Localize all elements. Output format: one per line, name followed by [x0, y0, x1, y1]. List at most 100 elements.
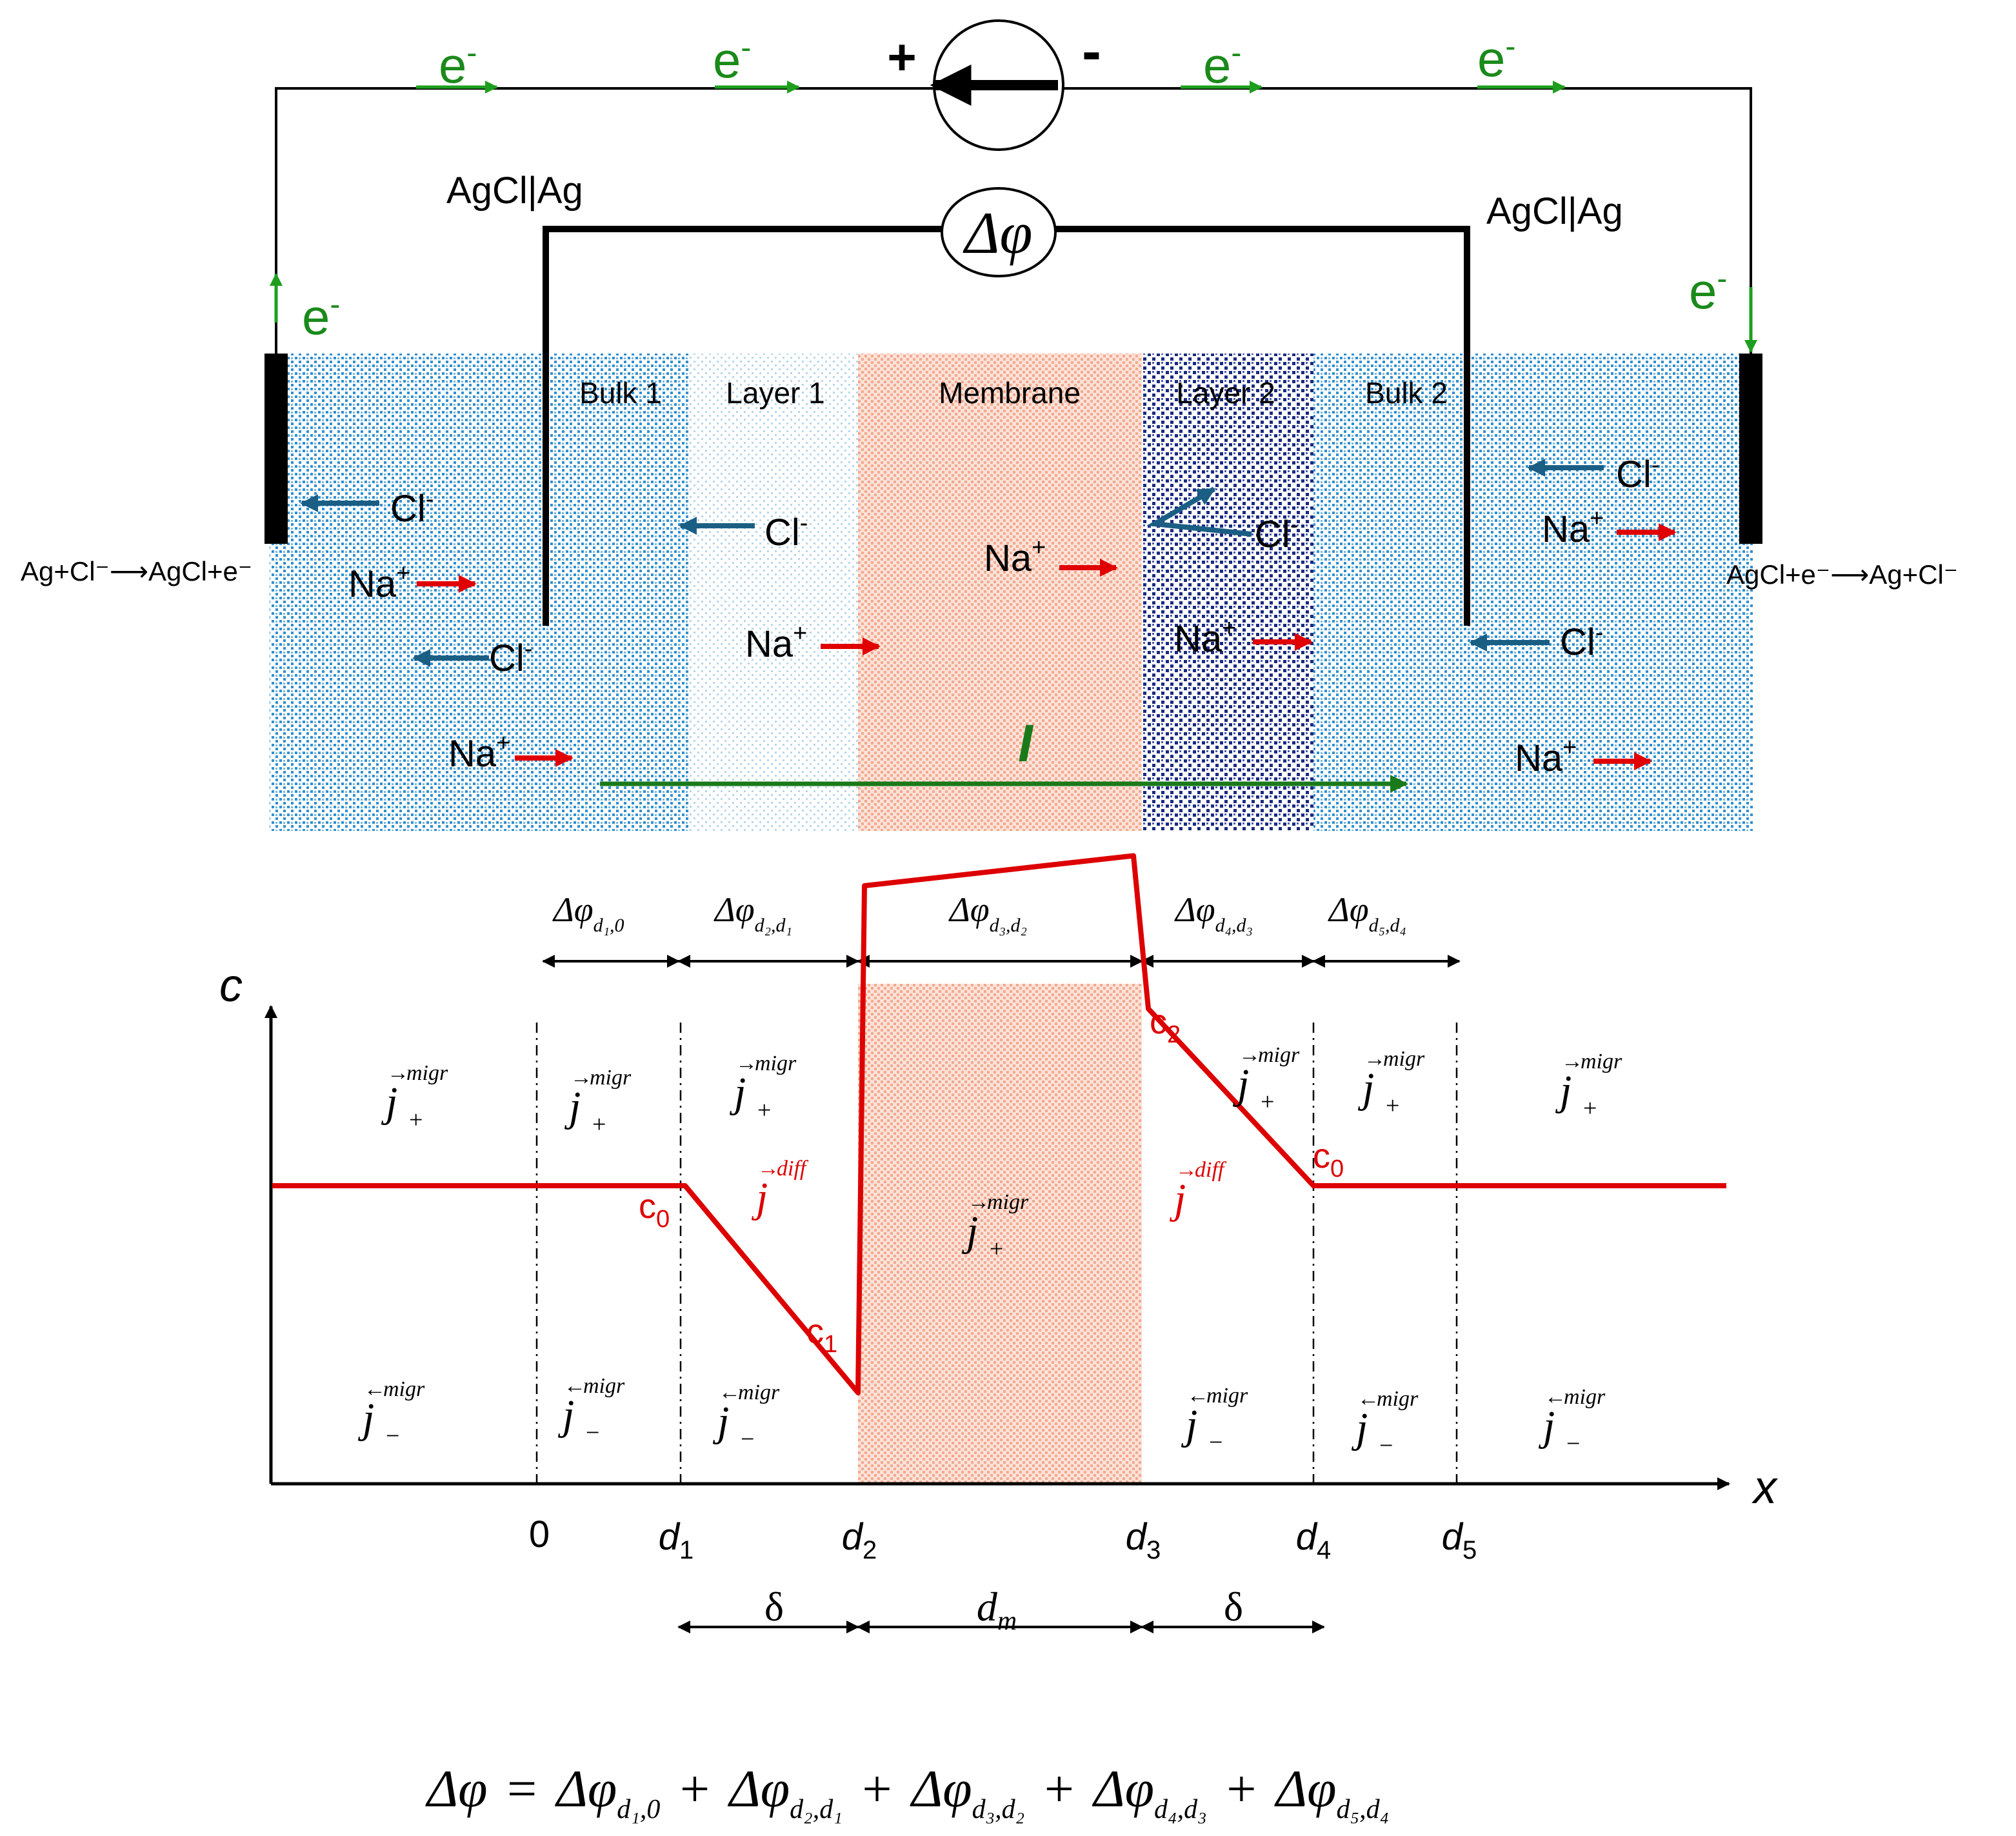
label-c0-left: c0	[639, 1187, 670, 1233]
label-delta-right: δ	[1224, 1584, 1243, 1630]
concentration-profile-line	[272, 853, 1726, 1395]
tick-d2: d2	[842, 1516, 877, 1564]
svg-text:+: +	[1386, 1092, 1399, 1119]
reference-label-left: AgCl|Ag	[446, 170, 583, 212]
svg-text:→: →	[387, 1061, 409, 1085]
svg-text:j: j	[381, 1079, 397, 1126]
svg-text:migr: migr	[590, 1066, 632, 1090]
svg-text:migr: migr	[1564, 1385, 1606, 1409]
svg-text:→: →	[735, 1052, 757, 1075]
source-plus-sign: +	[887, 28, 917, 85]
svg-text:migr: migr	[1377, 1387, 1419, 1411]
svg-text:j: j	[1351, 1404, 1368, 1452]
svg-text:diff: diff	[1195, 1158, 1227, 1182]
sodium-label: Na+	[1542, 505, 1604, 550]
label-bulk2: Bulk 2	[1365, 376, 1448, 410]
chloride-label: Cl-	[1560, 619, 1603, 663]
svg-text:j: j	[1555, 1067, 1572, 1114]
sodium-label: Na+	[448, 730, 510, 775]
flux-j-minus-migr: j ← migr −	[712, 1381, 780, 1453]
reaction-right: AgCl+e⁻⟶Ag+Cl⁻	[1726, 559, 1958, 590]
label-layer1: Layer 1	[726, 376, 824, 410]
svg-text:→: →	[570, 1066, 592, 1090]
sodium-label: Na+	[1174, 615, 1236, 660]
label-membrane: Membrane	[939, 376, 1081, 410]
label-dm: dm	[977, 1584, 1017, 1636]
svg-text:−: −	[1379, 1432, 1393, 1459]
svg-text:→: →	[1561, 1050, 1583, 1073]
flux-j-plus-migr: j → migr +	[729, 1052, 797, 1124]
svg-text:→: →	[757, 1157, 779, 1181]
svg-text:←: ←	[364, 1377, 386, 1401]
svg-text:j: j	[557, 1392, 574, 1439]
sodium-label: Na+	[348, 560, 410, 605]
voltmeter-label: Δφ	[963, 200, 1033, 266]
svg-text:j: j	[751, 1174, 768, 1221]
svg-text:←: ←	[1187, 1384, 1209, 1408]
svg-text:migr: migr	[1258, 1043, 1300, 1067]
svg-text:+: +	[1261, 1088, 1274, 1115]
chloride-label: Cl-	[489, 635, 532, 679]
electron-label: e-	[1477, 30, 1515, 87]
equation: Δφ = Δφd₁,0 + Δφd₂,d₁ + Δφd₃,d₂ + Δφd₄,d…	[425, 1759, 1389, 1830]
outer-circuit-wire-right	[1063, 87, 1752, 354]
thickness-labels: δ dm δ	[764, 1584, 1243, 1636]
sodium-arrows	[417, 523, 1677, 770]
flux-j-diff: j → diff	[751, 1157, 809, 1221]
svg-text:→: →	[1175, 1158, 1197, 1182]
electron-label: e-	[713, 31, 751, 88]
svg-text:migr: migr	[583, 1374, 625, 1398]
reaction-left: Ag+Cl⁻⟶AgCl+e⁻	[21, 556, 252, 586]
svg-text:migr: migr	[1581, 1050, 1622, 1073]
potential-drop-label-d3-d2: Δφd₃,d₂	[948, 890, 1027, 936]
svg-text:j: j	[1538, 1402, 1555, 1450]
anion-migration-fluxes: j ← migr − j ← migr − j ← migr − j ← mig…	[357, 1374, 1606, 1459]
label-bulk1: Bulk 1	[579, 376, 662, 410]
svg-text:←: ←	[1357, 1387, 1379, 1411]
flux-j-plus-migr: j → migr +	[1357, 1047, 1425, 1119]
flux-j-diff: j → diff	[1169, 1158, 1227, 1222]
potential-drop-label-d4-d3: Δφd₄,d₃	[1174, 890, 1253, 936]
tick-d4: d4	[1296, 1516, 1332, 1564]
svg-text:→: →	[1364, 1047, 1386, 1071]
chloride-label: Cl-	[764, 510, 808, 554]
sodium-label: Na+	[745, 620, 807, 665]
label-c2: c2	[1150, 1003, 1181, 1048]
electron-label: e-	[1203, 36, 1241, 94]
cell: Bulk 1 Layer 1 Membrane Layer 2 Bulk 2 +…	[21, 19, 1958, 831]
flux-j-plus-migr: j → migr +	[564, 1066, 632, 1138]
svg-text:−: −	[1566, 1430, 1580, 1457]
flux-j-minus-migr: j ← migr −	[1351, 1387, 1419, 1459]
y-axis-label: c	[219, 960, 243, 1012]
x-ticks: 0 d1 d2 d3 d4 d5	[529, 1513, 1477, 1564]
source-minus-sign: -	[1082, 19, 1101, 84]
potential-drop-label-d1-0: Δφd₁,0	[552, 890, 624, 936]
chloride-label: Cl-	[390, 486, 434, 530]
potential-drop-label-d2-d1: Δφd₂,d₁	[714, 890, 792, 936]
bulk2-region	[1313, 354, 1753, 831]
flux-j-plus-migr: j → migr +	[1555, 1050, 1622, 1122]
svg-text:migr: migr	[755, 1052, 797, 1075]
potential-drop-label-d5-d4: Δφd₅,d₄	[1328, 890, 1406, 936]
svg-text:−: −	[386, 1422, 399, 1450]
flux-j-minus-migr: j ← migr −	[1181, 1384, 1248, 1456]
outer-circuit-wire-left	[275, 87, 934, 354]
svg-text:migr: migr	[738, 1381, 780, 1404]
svg-text:+: +	[990, 1235, 1003, 1262]
reference-electrode-right	[1048, 226, 1470, 626]
svg-text:+: +	[757, 1097, 771, 1124]
tick-0: 0	[529, 1513, 550, 1555]
svg-text:−: −	[586, 1419, 599, 1446]
tick-d5: d5	[1442, 1516, 1477, 1564]
label-delta-left: δ	[764, 1584, 784, 1630]
svg-text:j: j	[357, 1395, 374, 1442]
label-layer2: Layer 2	[1176, 376, 1275, 410]
interface-lines	[535, 1023, 1458, 1484]
svg-text:diff: diff	[777, 1157, 809, 1181]
sodium-labels: Na+ Na+ Na+ Na+ Na+ Na+ Na+	[348, 505, 1604, 779]
electron-label: e-	[439, 36, 477, 94]
sodium-label: Na+	[1515, 734, 1577, 779]
voltmeter	[941, 187, 1057, 277]
electron-arrows	[270, 81, 1757, 353]
